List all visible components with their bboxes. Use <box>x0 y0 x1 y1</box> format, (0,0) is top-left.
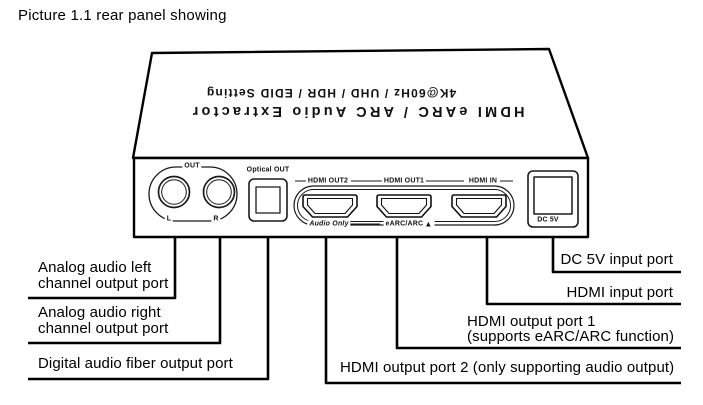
earc-arc-text: eARC/ARC <box>385 220 424 228</box>
callout-analog-left-line1: Analog audio left <box>38 259 152 276</box>
hdmi-out1-label: HDMI OUT1 <box>381 177 427 185</box>
callout-hdmi-out1-line1: HDMI output port 1 <box>467 313 596 330</box>
callout-label-digital-fiber: Digital audio fiber output port <box>38 355 233 372</box>
hdmi-port-out1 <box>376 194 432 218</box>
rca-jack-left-outer <box>157 175 191 209</box>
callout-analog-left-line2: channel output port <box>38 275 169 292</box>
hdmi-in-label: HDMI IN <box>466 177 500 185</box>
rca-jack-left-inner <box>161 179 187 205</box>
optical-port-outer <box>248 178 288 222</box>
hdmi-port-out2 <box>302 194 358 218</box>
callout-line-digital-fiber <box>28 237 270 381</box>
callout-line-analog-right <box>28 237 222 345</box>
callout-line-hdmi-out2 <box>324 237 681 385</box>
callout-lines <box>28 237 681 385</box>
audio-only-label: Audio Only <box>307 220 351 228</box>
label-dashes <box>295 180 513 225</box>
earc-arc-label: eARC/ARC ▲ <box>383 219 435 229</box>
device-spec-text: 4K@60Hz / UHD / HDR / EDID Setting <box>205 86 457 100</box>
callout-line-hdmi-out1 <box>395 237 681 350</box>
dc-port-outer <box>527 170 579 228</box>
optical-out-label: Optical OUT <box>244 166 292 174</box>
optical-port-inner <box>255 186 281 214</box>
rca-jack-right-inner <box>206 179 232 205</box>
callout-line-dc-input <box>551 237 681 274</box>
dc-port-inner <box>533 176 573 215</box>
callout-line-analog-left <box>28 237 177 300</box>
callout-label-hdmi-out1: HDMI output port 1 (supports eARC/ARC fu… <box>467 314 674 344</box>
hdmi-out2-label: HDMI OUT2 <box>305 177 351 185</box>
callout-analog-right-line1: Analog audio right <box>38 304 161 321</box>
callout-analog-right-line2: channel output port <box>38 320 169 337</box>
triangle-up-icon: ▲ <box>424 219 433 229</box>
device-top-print: HDMI eARC / ARC Audio Extractor 4K@60Hz … <box>142 86 572 119</box>
page-title: Picture 1.1 rear panel showing <box>18 7 227 24</box>
right-jack-label: R <box>211 215 221 223</box>
analog-out-label: OUT <box>182 162 202 170</box>
callout-label-analog-right: Analog audio right channel output port <box>38 305 168 337</box>
callout-hdmi-out1-line2: (supports eARC/ARC function) <box>467 328 675 345</box>
left-jack-label: L <box>164 215 174 223</box>
callout-label-hdmi-input: HDMI input port <box>566 284 673 301</box>
device-model-text: HDMI eARC / ARC Audio Extractor <box>189 103 525 119</box>
callout-label-analog-left: Analog audio left channel output port <box>38 260 168 292</box>
callout-line-hdmi-input <box>485 237 681 306</box>
rca-jack-right-outer <box>202 175 236 209</box>
callout-label-dc-input: DC 5V input port <box>560 251 673 268</box>
hdmi-port-in <box>451 194 507 218</box>
callout-label-hdmi-out2: HDMI output port 2 (only supporting audi… <box>340 359 675 376</box>
dc-5v-label: DC 5V <box>535 216 561 224</box>
